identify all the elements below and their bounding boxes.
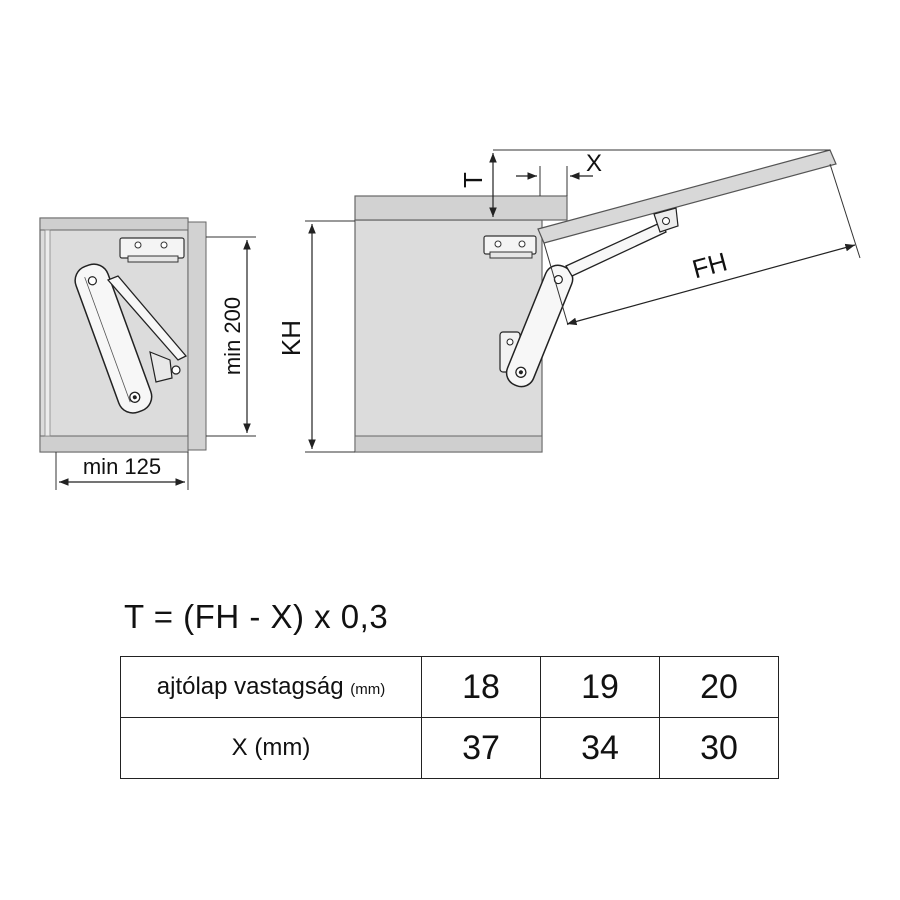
x-dimension: X	[516, 150, 602, 196]
thickness-label: ajtólap vastagság	[156, 673, 344, 700]
table-cell: 20	[659, 656, 779, 718]
mechanism-diagram: min 200 min 125	[39, 149, 861, 490]
left-door-panel	[187, 221, 207, 451]
x-mm-label: X (mm)	[231, 734, 311, 761]
left-top-panel	[39, 217, 189, 231]
fh-label: FH	[689, 246, 730, 284]
left-cabinet	[39, 217, 207, 453]
right-hinge	[483, 235, 537, 259]
x-label: X	[586, 150, 602, 177]
formula: T = (FH - X) x 0,3	[124, 598, 389, 635]
min-200-dimension: min 200	[206, 236, 256, 437]
left-hinge	[119, 237, 185, 263]
table-cell: 30	[659, 717, 779, 779]
t-label: T	[458, 172, 488, 188]
kh-dimension: KH	[276, 220, 355, 453]
table-cell: 37	[421, 717, 541, 779]
table-cell: 19	[540, 656, 660, 718]
kh-label: KH	[276, 320, 306, 356]
right-top-panel	[354, 195, 568, 221]
right-bottom-panel	[354, 435, 543, 453]
left-back-rail	[44, 229, 51, 437]
open-flap	[537, 149, 837, 244]
min-200-label: min 200	[220, 297, 245, 375]
fh-dimension: FH	[543, 163, 861, 326]
table-cell: 34	[540, 717, 660, 779]
t-dimension: T	[458, 149, 830, 217]
min-125-label: min 125	[83, 454, 161, 479]
table-row: X (mm) 37 34 30	[120, 717, 779, 779]
table-cell: 18	[421, 656, 541, 718]
right-cabinet	[354, 149, 837, 453]
spec-table: ajtólap vastagság (mm) 18 19 20 X (mm) 3…	[120, 656, 779, 779]
table-row-label: ajtólap vastagság (mm)	[120, 656, 422, 718]
table-row: ajtólap vastagság (mm) 18 19 20	[120, 656, 779, 718]
table-row-label: X (mm)	[120, 717, 422, 779]
left-bottom-panel	[39, 435, 189, 453]
left-lift-mechanism	[74, 263, 188, 414]
min-125-dimension: min 125	[55, 452, 189, 490]
thickness-unit: (mm)	[350, 681, 386, 698]
